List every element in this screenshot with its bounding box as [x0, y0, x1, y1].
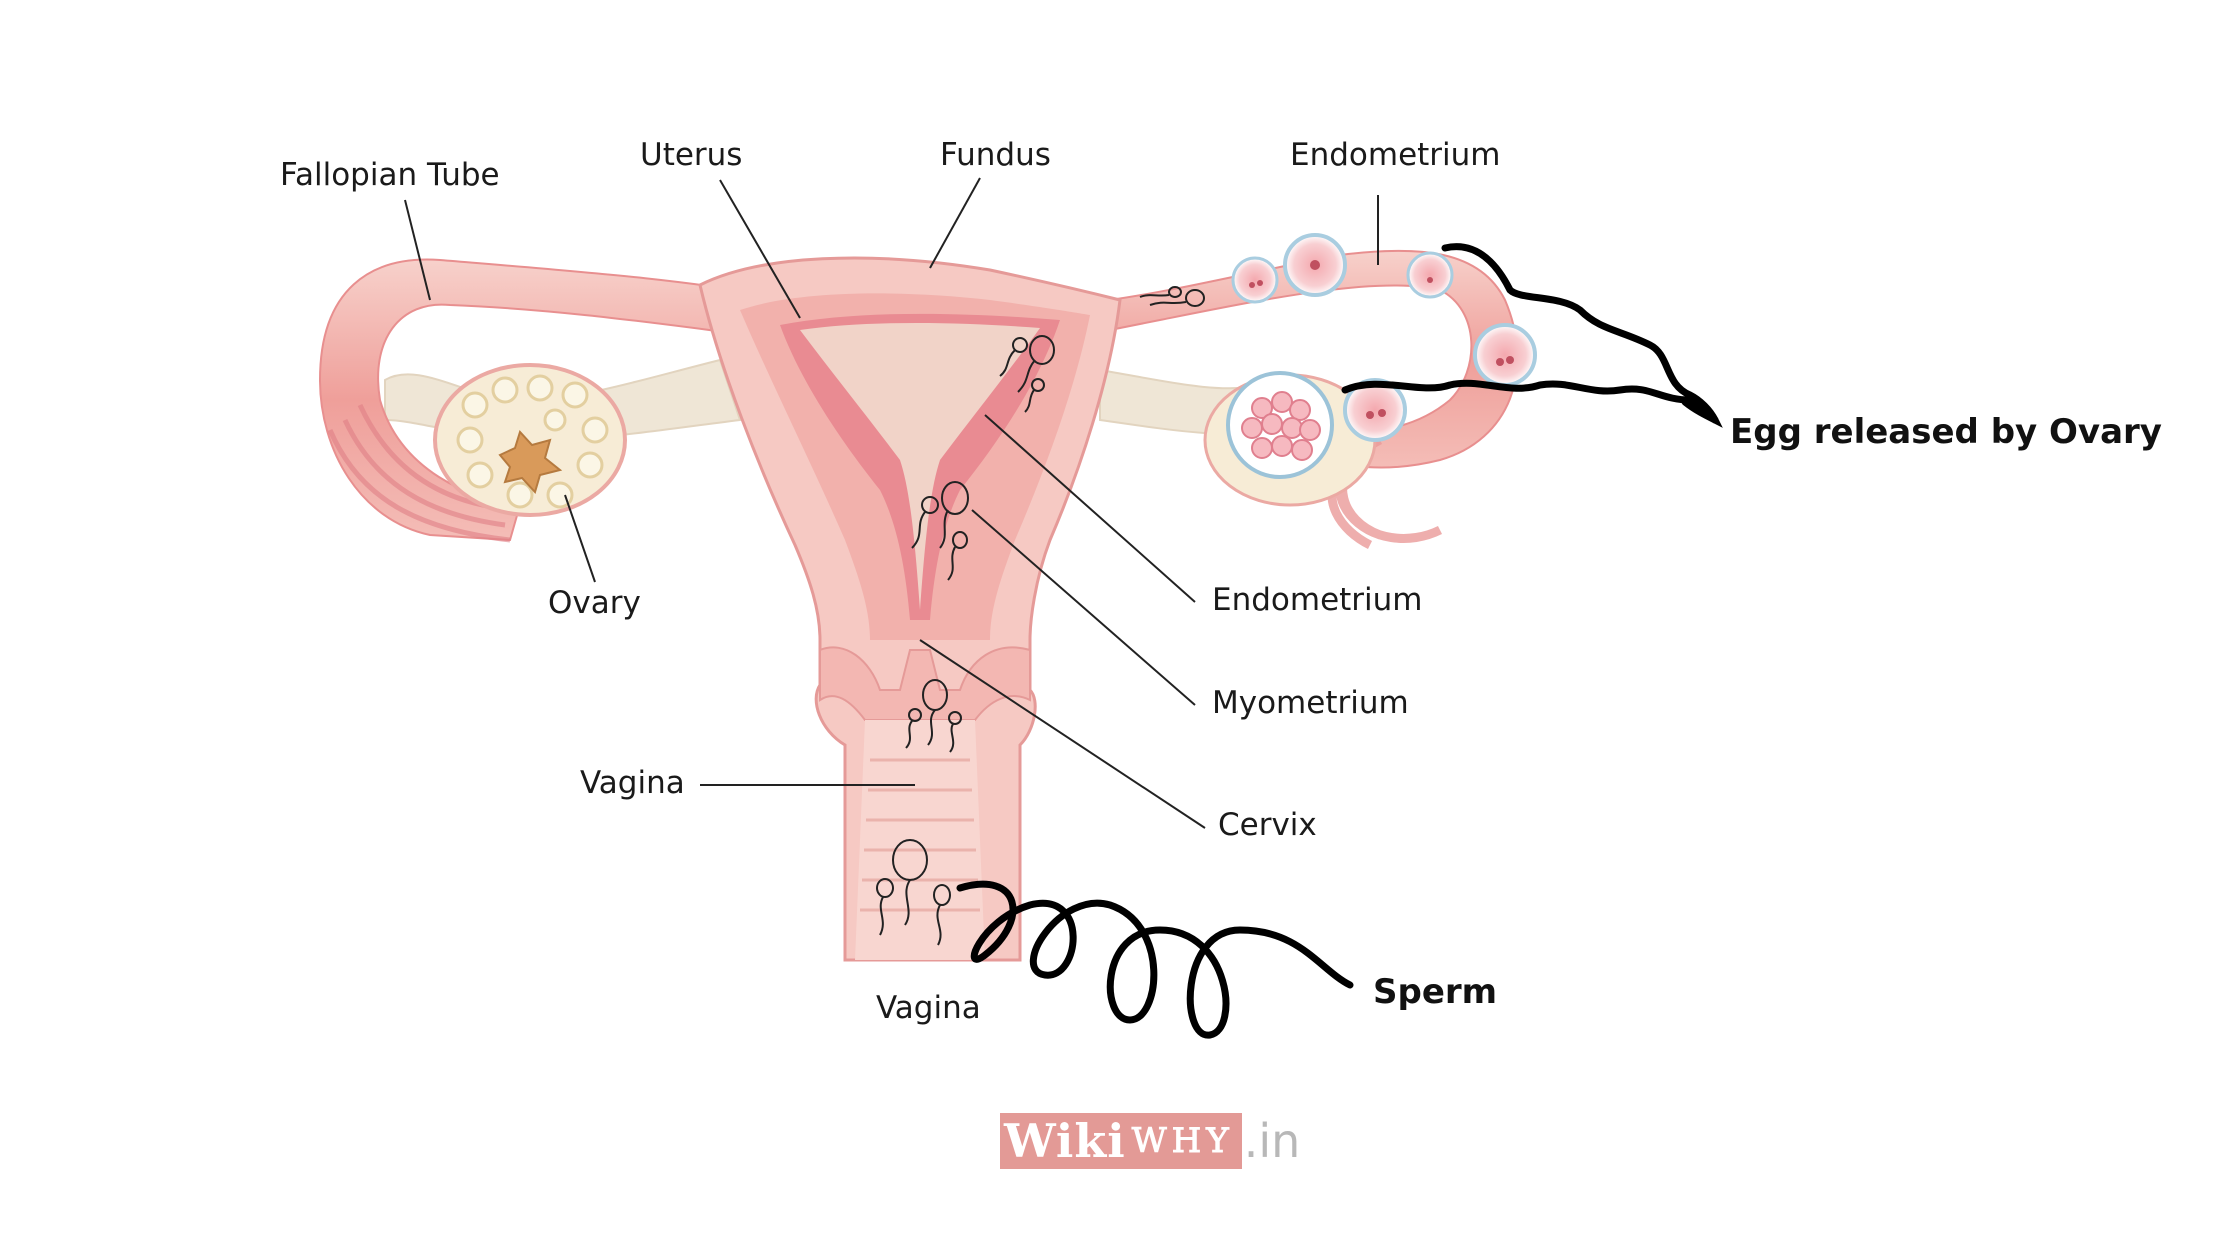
label-vagina-left: Vagina — [580, 765, 685, 801]
egg — [1343, 378, 1407, 442]
cervix — [819, 646, 1031, 721]
leader-fundus — [929, 177, 981, 269]
label-fundus: Fundus — [940, 137, 1051, 173]
label-endometrium-top: Endometrium — [1290, 137, 1501, 173]
leader-myometrium — [971, 509, 1196, 706]
label-vagina-bottom: Vagina — [876, 990, 981, 1026]
sperm-coil — [956, 880, 1354, 1039]
label-ovary: Ovary — [548, 585, 641, 621]
released-eggs — [1231, 233, 1537, 442]
label-myometrium: Myometrium — [1212, 685, 1409, 721]
sperm-sketches — [876, 286, 1205, 946]
label-sperm: Sperm — [1373, 972, 1498, 1012]
left-fallopian-tube — [318, 258, 791, 542]
leader-fallopian-tube — [404, 199, 431, 301]
egg — [1283, 233, 1347, 297]
logo-tld: .in — [1243, 1114, 1301, 1168]
egg — [1473, 323, 1537, 387]
leader-ovary — [564, 494, 596, 583]
logo-why: WHY — [1129, 1113, 1242, 1169]
annotation-arrows — [956, 243, 1723, 1039]
wikiwhy-logo: Wiki WHY .in — [1000, 1113, 1300, 1169]
label-egg-released: Egg released by Ovary — [1730, 412, 2162, 452]
vaginal-rugae — [860, 758, 980, 912]
cavity-lining — [800, 323, 1040, 610]
logo-wiki: Wiki — [1000, 1113, 1130, 1169]
right-ovary-follicle — [1226, 371, 1334, 479]
vaginal-canal — [855, 720, 985, 960]
leader-uterus — [719, 179, 801, 319]
egg-arrow-lower — [1341, 379, 1719, 424]
left-ovary-follicles — [456, 374, 609, 509]
egg — [1406, 251, 1454, 299]
leader-lines — [404, 177, 1379, 829]
corpus-luteum — [498, 430, 563, 494]
label-fallopian-tube: Fallopian Tube — [280, 157, 500, 193]
leader-endometrium — [984, 414, 1196, 603]
label-uterus: Uterus — [640, 137, 743, 173]
leader-cervix — [919, 639, 1206, 829]
label-endometrium: Endometrium — [1212, 582, 1423, 618]
egg — [1231, 256, 1279, 304]
label-cervix: Cervix — [1218, 807, 1317, 843]
